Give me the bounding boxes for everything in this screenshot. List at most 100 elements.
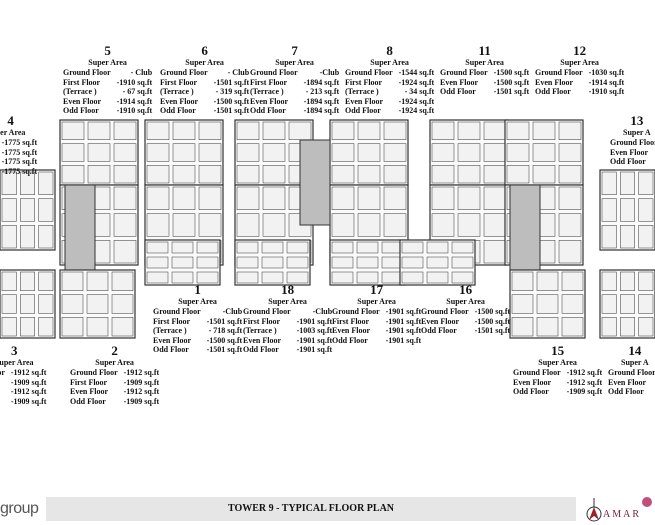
area-value: - Club — [130, 68, 153, 77]
room — [171, 271, 194, 284]
floor-label: Ground Floor — [513, 368, 561, 377]
area-row: Odd Floor-1901 sq.ft — [332, 336, 421, 346]
floor-label: Ground Floor — [332, 307, 380, 316]
super-area-heading: Super Area — [446, 297, 485, 306]
room — [236, 213, 260, 237]
super-area-heading: per Area — [0, 128, 26, 137]
room — [511, 294, 534, 314]
room — [331, 165, 355, 184]
floor-label: Odd Floor — [70, 396, 106, 406]
floor-label: Even Floor — [160, 96, 198, 106]
floor-label: Odd Floor — [345, 106, 381, 116]
area-value: -1901 sq.ft — [296, 345, 333, 355]
area-row: First Floor -1894 sq.ft — [250, 78, 339, 88]
room — [236, 121, 260, 140]
floor-label: l Floor — [0, 368, 5, 377]
floor-label: First Floor — [70, 377, 108, 387]
room — [532, 121, 556, 140]
room — [638, 271, 654, 291]
super-area-heading: Super Area — [0, 358, 34, 367]
unit-number: 12 — [573, 43, 587, 58]
area-row: Ground Floor-1901 sq.ft — [332, 307, 421, 317]
area-row: Even Floor-1901 sq.ft — [243, 336, 332, 346]
area-value: -1775 sq.ft — [1, 138, 38, 147]
area-row: Ground Floor — [610, 138, 655, 148]
room — [146, 213, 170, 237]
floor-label: Even Floor — [243, 335, 281, 345]
room — [331, 186, 355, 210]
room — [536, 317, 559, 337]
area-row: -1775 sq.ft — [0, 167, 38, 177]
room — [20, 294, 35, 314]
room — [146, 271, 169, 284]
room — [172, 143, 196, 162]
super-area-heading: Super Area — [95, 358, 134, 367]
room — [620, 198, 635, 222]
room — [558, 240, 582, 264]
room — [288, 121, 312, 140]
unit-label-4: 4 per Areaoor-1775 sq.ft-1775 sq.ftr-177… — [0, 114, 37, 176]
room — [1, 225, 17, 249]
unit-number: 1 — [194, 282, 201, 297]
area-row: Ground Floor-1544 sq.ft — [345, 68, 434, 78]
room — [286, 241, 309, 254]
area-value: -1912 sq.ft — [10, 368, 47, 377]
room — [146, 165, 170, 184]
room — [38, 198, 54, 222]
super-area-heading: Super Area — [88, 58, 127, 67]
room — [262, 121, 286, 140]
area-row: First Floor-1910 sq.ft — [63, 78, 152, 88]
room — [601, 198, 617, 222]
super-area-heading: Super Area — [465, 58, 504, 67]
super-area-heading: Super Area — [370, 58, 409, 67]
floor-label: First Floor — [250, 77, 288, 87]
floor-label: Even Floor — [250, 96, 288, 106]
room — [261, 271, 284, 284]
brand-flower-icon — [642, 497, 652, 507]
floor-label: (Terrace ) — [243, 326, 277, 336]
room — [561, 294, 584, 314]
room — [601, 271, 617, 291]
area-row: Ground Floor-1030 sq.ft — [535, 68, 624, 78]
area-value: - Club — [227, 68, 250, 77]
room — [558, 143, 582, 162]
area-row: Odd Floor — [608, 387, 655, 397]
room — [620, 271, 635, 291]
area-value: -1909 sq.ft — [123, 377, 160, 387]
room — [331, 213, 355, 237]
area-row: (Terrace )- 67 sq.ft — [63, 87, 152, 97]
floor-label: First Floor — [153, 316, 191, 326]
room — [331, 271, 354, 284]
room — [357, 121, 381, 140]
area-value: -1901 sq.ft — [385, 316, 422, 326]
area-value: -1901 sq.ft — [296, 316, 333, 326]
room — [38, 171, 54, 195]
area-value: -1501 sq.ft — [213, 106, 250, 116]
area-row: Ground Floor- Club — [160, 68, 249, 78]
room — [113, 186, 137, 210]
area-row: First Floor -1909 sq.ft — [70, 378, 159, 388]
room — [558, 165, 582, 184]
room — [331, 241, 354, 254]
room — [236, 186, 260, 210]
area-value: -1500 sq.ft — [474, 307, 511, 316]
room — [86, 294, 109, 314]
room — [1, 317, 17, 337]
area-value: -1894 sq.ft — [303, 77, 340, 87]
room — [601, 294, 617, 314]
floor-label: Odd Floor — [513, 387, 549, 397]
room — [198, 121, 222, 140]
area-value: -1914 sq.ft — [116, 96, 153, 106]
room — [457, 213, 481, 237]
room — [483, 186, 507, 210]
room — [483, 165, 507, 184]
room — [113, 213, 137, 237]
floor-label: (Terrace ) — [160, 87, 194, 97]
area-value: - 319 sq.ft — [215, 87, 250, 97]
room — [38, 317, 54, 337]
room — [198, 165, 222, 184]
area-value: -1924 sq.ft — [398, 96, 435, 106]
room — [113, 165, 137, 184]
